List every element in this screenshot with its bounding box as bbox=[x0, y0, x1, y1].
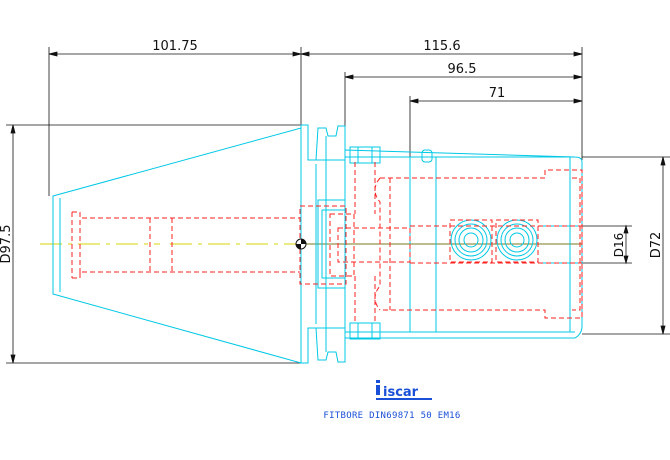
drawing-caption: FITBORE DIN69871 50 EM16 bbox=[323, 411, 460, 421]
bolt-bottom bbox=[349, 322, 381, 340]
clamp-screw-left bbox=[450, 219, 492, 261]
top-pin bbox=[421, 149, 433, 163]
dim-body-diameter: D72 bbox=[649, 232, 664, 259]
dim-overall-left: 101.75 bbox=[152, 39, 198, 54]
taper-shank bbox=[52, 127, 302, 364]
dim-shank-diameter: D97.5 bbox=[0, 225, 14, 264]
clamp-screw-right bbox=[496, 219, 538, 261]
dim-overall-right: 115.6 bbox=[423, 39, 460, 54]
main-body bbox=[344, 149, 583, 339]
logo-text: iscar bbox=[383, 385, 419, 400]
dimension-lines bbox=[6, 47, 670, 364]
dim-nose-length: 71 bbox=[489, 86, 506, 101]
hidden-lines bbox=[71, 162, 583, 324]
dim-bore-diameter: D16 bbox=[612, 233, 626, 258]
gauge-point-marker bbox=[295, 238, 307, 250]
brand-logo: iscar bbox=[376, 380, 432, 400]
dim-body-length: 96.5 bbox=[448, 62, 477, 77]
bolt-top bbox=[349, 146, 381, 164]
